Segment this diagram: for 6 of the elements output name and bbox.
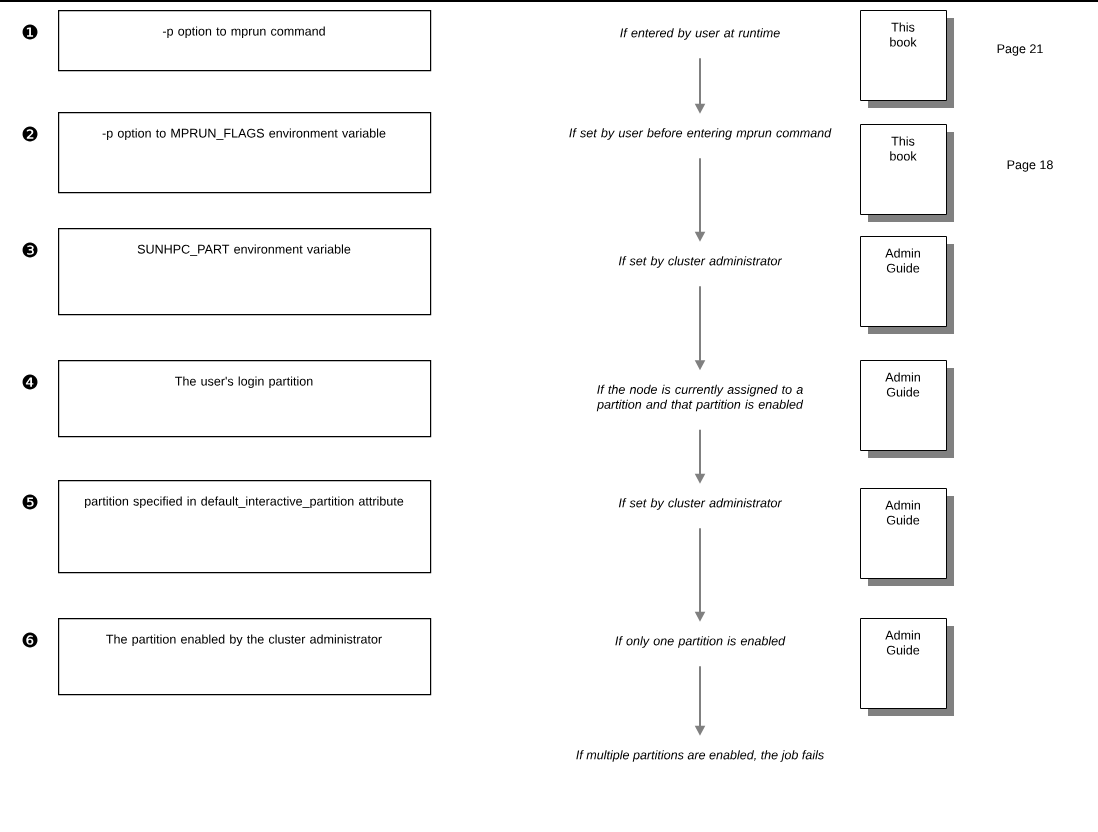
- step-number: ❺: [22, 494, 38, 510]
- step-number: ❹: [22, 374, 38, 390]
- step-number: ❷: [22, 126, 38, 142]
- step-number: ❶: [22, 24, 38, 40]
- step-number: ❻: [22, 632, 38, 648]
- step-number: ❸: [22, 242, 38, 258]
